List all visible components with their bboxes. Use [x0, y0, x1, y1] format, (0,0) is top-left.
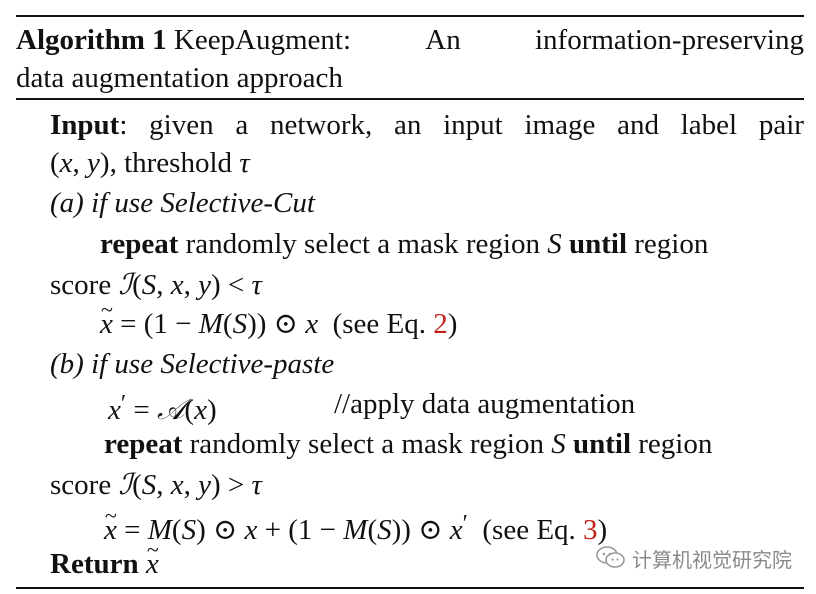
input-line: Input: given a network, an input image a…	[50, 109, 804, 141]
until-keyword: until	[568, 228, 628, 260]
selective-cut-heading: (a) if use Selective-Cut	[50, 187, 315, 219]
eq-ref-link[interactable]: 3	[583, 514, 598, 546]
selective-cut-eq-line: x = (1 − M(S)) ⊙ x (see Eq. 2)	[100, 292, 457, 342]
input-line-2: (x, y), threshold τ	[50, 147, 250, 179]
algorithm-title-line2: data augmentation approach	[16, 62, 343, 94]
selective-cut-repeat-line: repeat randomly select a mask region S u…	[100, 228, 709, 260]
selective-paste-eq-line: x = M(S) ⊙ x + (1 − M(S)) ⊙ x′ (see Eq. …	[104, 498, 607, 548]
return-label: Return	[50, 548, 139, 580]
math-S: S	[551, 428, 566, 460]
watermark: 计算机视觉研究院	[596, 543, 792, 573]
top-rule	[16, 15, 804, 17]
math-eq3: x = M(S) ⊙ x + (1 − M(S)) ⊙ x′	[104, 498, 468, 546]
title-rule	[16, 98, 804, 100]
return-line: Return x	[50, 532, 159, 582]
math-tau: τ	[239, 147, 250, 179]
math-score-gt: ℐ(S, x, y) > τ	[118, 467, 262, 501]
watermark-text: 计算机视觉研究院	[632, 547, 792, 572]
repeat-keyword: repeat	[100, 228, 179, 260]
math-apply: x′ = 𝒜(x)	[108, 391, 217, 426]
algorithm-label: Algorithm 1	[16, 24, 167, 56]
selective-cut-score-line: score ℐ(S, x, y) < τ	[50, 267, 262, 301]
apply-comment: //apply data augmentation	[334, 388, 636, 420]
math-score-lt: ℐ(S, x, y) < τ	[118, 267, 262, 301]
selective-paste-apply-line: x′ = 𝒜(x)	[108, 386, 217, 428]
algorithm-title-word: KeepAugment:	[173, 24, 352, 56]
repeat-keyword: repeat	[104, 428, 183, 460]
wechat-icon	[596, 546, 625, 568]
math-xy: (x, y)	[50, 147, 110, 179]
input-label: Input	[50, 109, 120, 141]
selective-paste-repeat-line: repeat randomly select a mask region S u…	[104, 428, 713, 460]
math-S: S	[547, 228, 562, 260]
algorithm-title-word: An	[425, 24, 461, 56]
selective-paste-heading: (b) if use Selective-paste	[50, 348, 335, 380]
bottom-rule	[16, 587, 804, 589]
until-keyword: until	[572, 428, 632, 460]
math-x-tilde: x	[146, 532, 159, 582]
algorithm-title-word: information-preserving	[535, 24, 804, 56]
eq-ref-link[interactable]: 2	[433, 308, 448, 340]
math-eq2: x = (1 − M(S)) ⊙ x	[100, 292, 318, 340]
selective-paste-score-line: score ℐ(S, x, y) > τ	[50, 467, 262, 501]
algorithm-title-line1: Algorithm 1 KeepAugment: An information-…	[16, 22, 804, 58]
